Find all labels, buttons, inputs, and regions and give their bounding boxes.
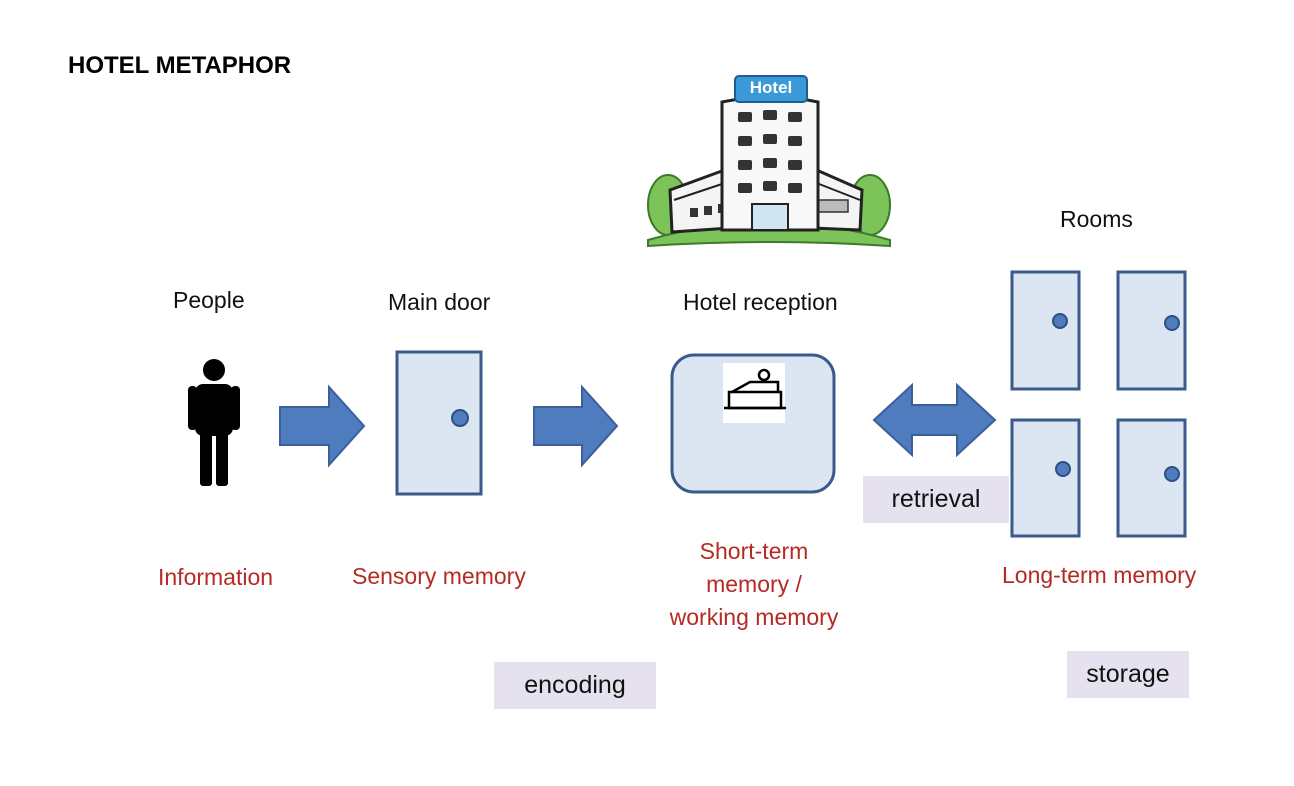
sensory-memory-label: Sensory memory <box>352 563 526 589</box>
people-label: People <box>173 287 245 313</box>
short-term-memory-label: Short-term memory / working memory <box>644 535 864 634</box>
hotel-reception-label: Hotel reception <box>683 289 838 315</box>
room-door-3-icon <box>1010 418 1081 538</box>
person-icon <box>188 359 240 486</box>
diagram-title: HOTEL METAPHOR <box>68 52 292 79</box>
long-term-memory-label: Long-term memory <box>1002 562 1197 588</box>
encoding-tag: encoding <box>494 662 656 709</box>
retrieval-double-arrow <box>872 382 997 458</box>
retrieval-tag: retrieval <box>863 476 1009 523</box>
short-term-line-3: working memory <box>669 604 839 630</box>
room-door-4-icon <box>1116 418 1187 538</box>
main-door-icon <box>395 350 483 496</box>
room-door-1-icon <box>1010 270 1081 391</box>
main-door-label: Main door <box>388 289 491 315</box>
short-term-line-2: memory / <box>706 571 802 597</box>
room-door-2-icon <box>1116 270 1187 391</box>
encoding-arrow-1 <box>279 384 366 468</box>
hotel-building-icon <box>647 75 891 248</box>
short-term-line-1: Short-term <box>699 538 809 564</box>
rooms-label: Rooms <box>1060 206 1133 232</box>
storage-tag: storage <box>1067 651 1189 698</box>
reception-desk-icon <box>670 353 836 494</box>
hotel-sign-text: Hotel <box>749 78 793 97</box>
information-label: Information <box>158 564 274 590</box>
encoding-arrow-2 <box>533 384 619 468</box>
